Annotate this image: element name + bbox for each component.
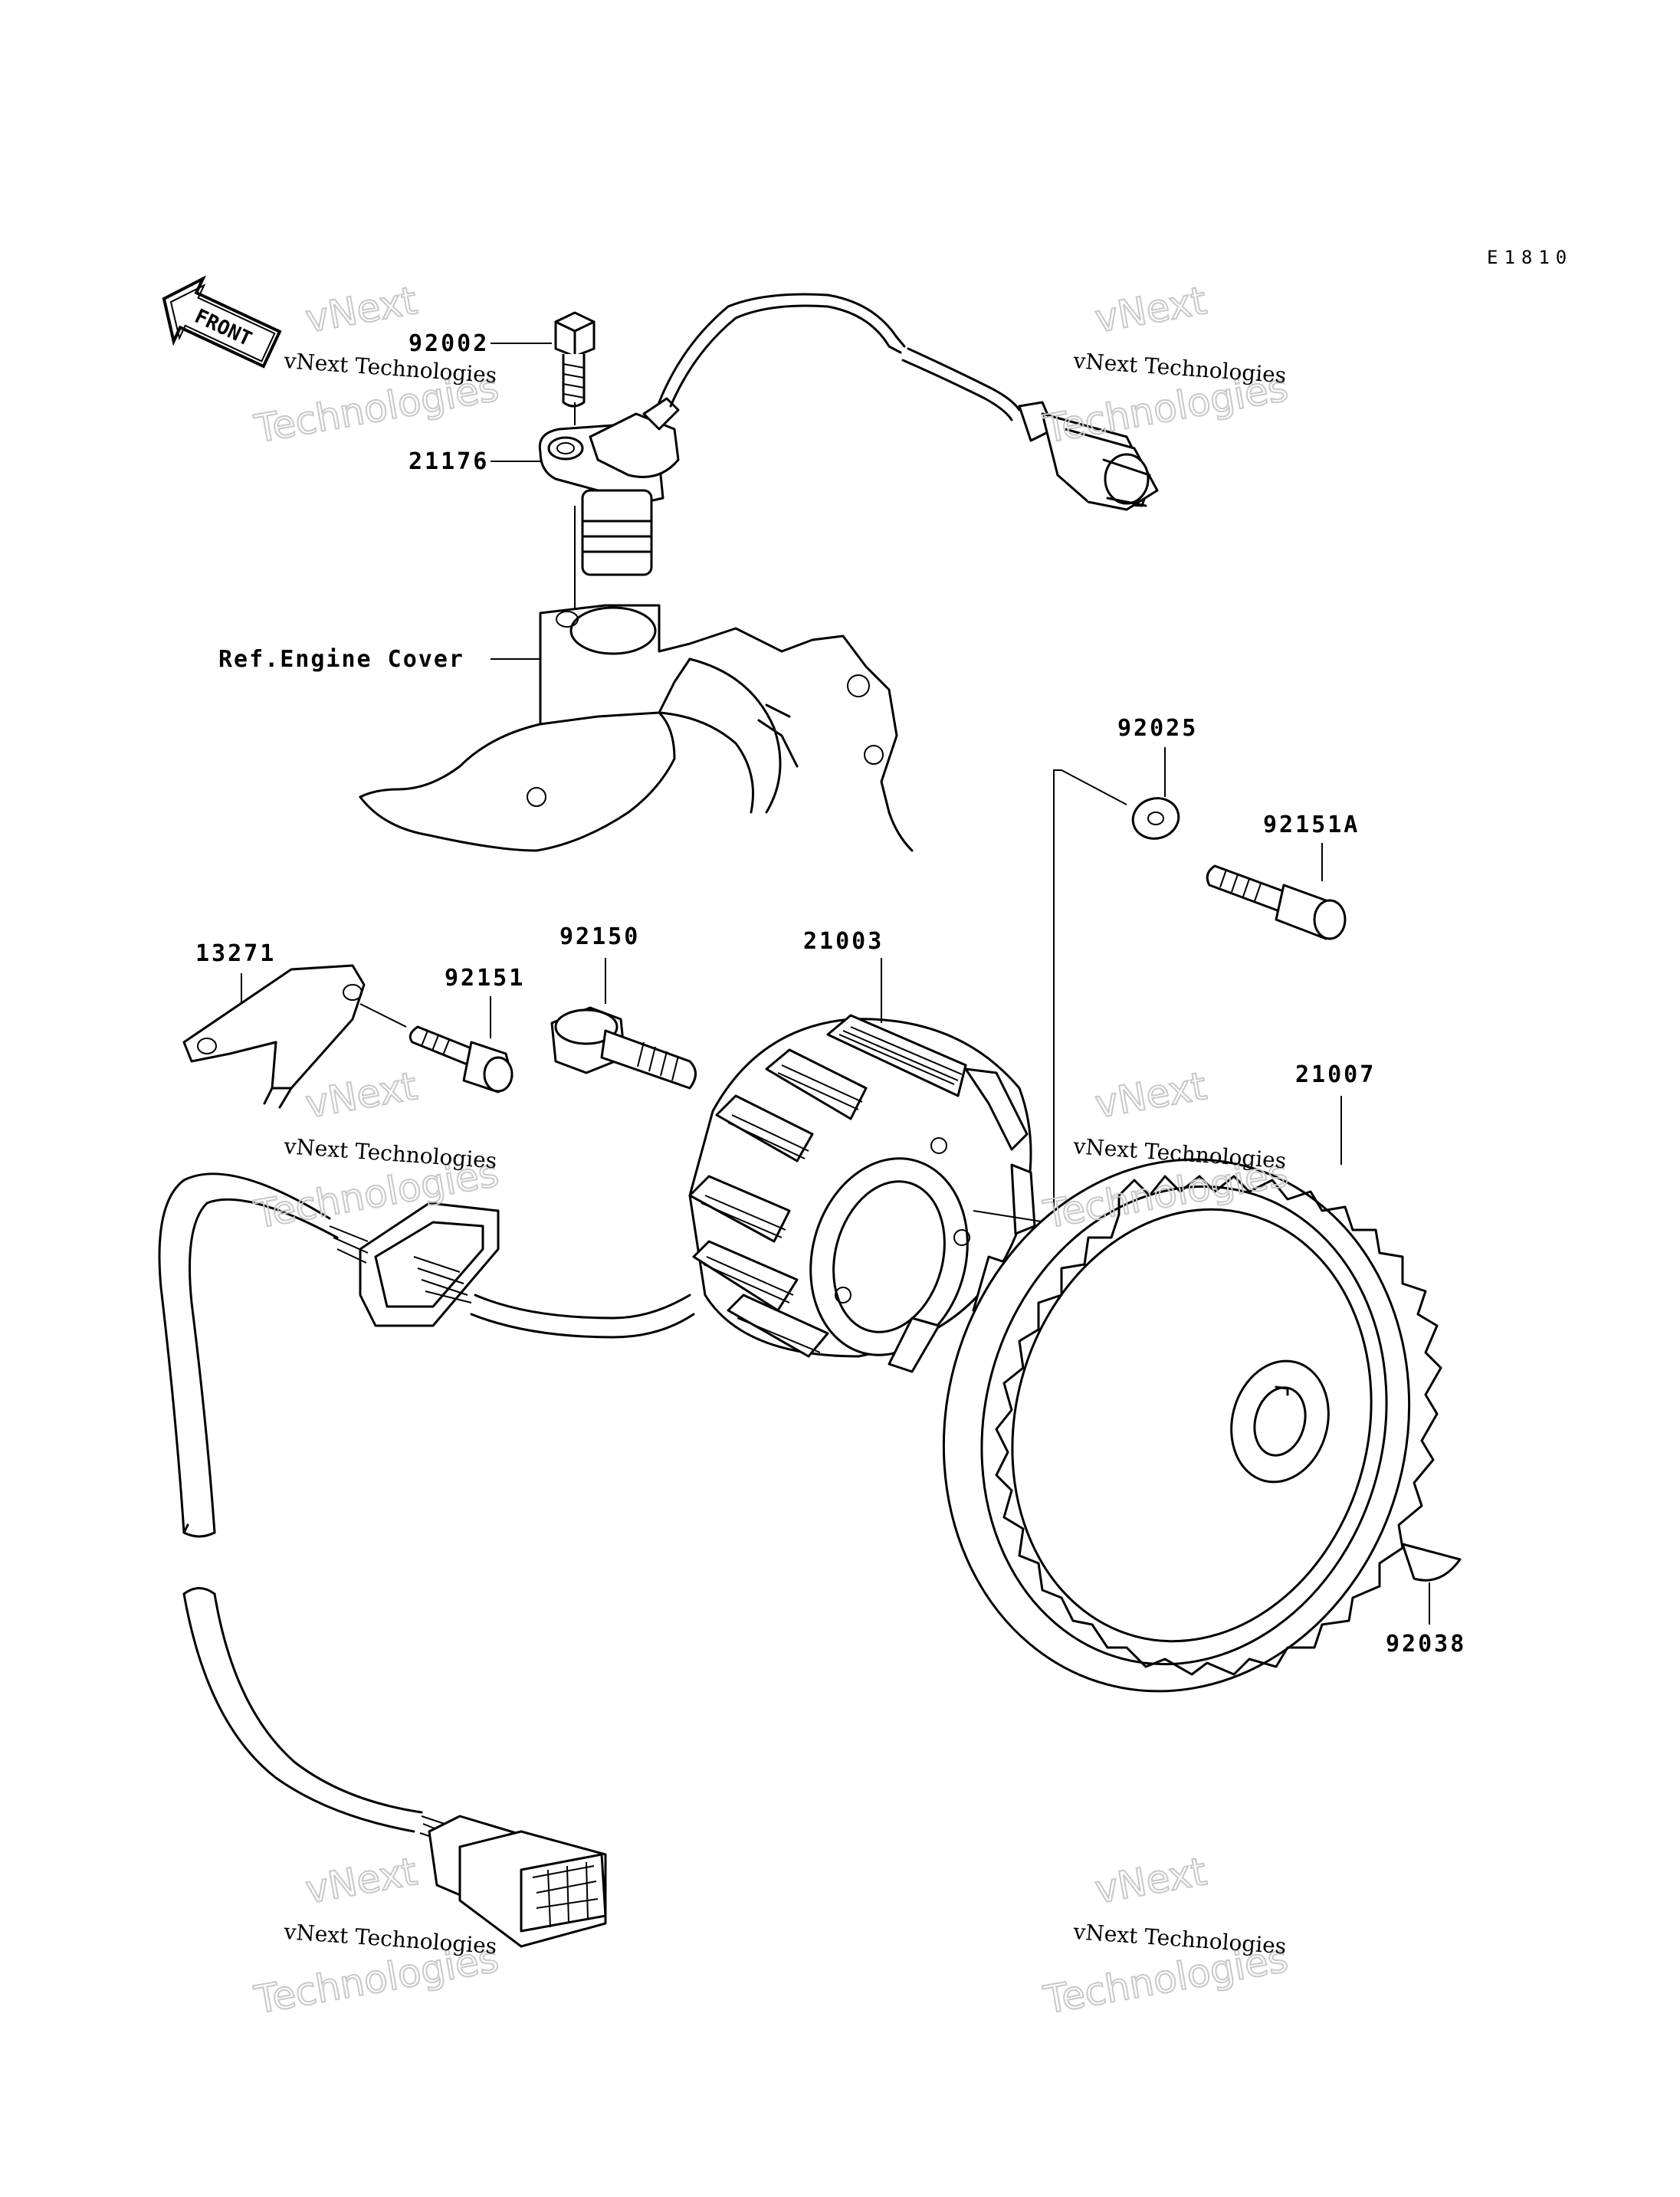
woodruff-key-92038 [1401, 1543, 1462, 1582]
label-92151A: 92151A [1263, 812, 1360, 838]
label-92151: 92151 [445, 965, 525, 992]
label-21003: 21003 [803, 928, 884, 955]
label-92002: 92002 [409, 330, 489, 357]
label-13271: 13271 [195, 940, 276, 967]
watermark-big-top: vNext [1091, 278, 1209, 341]
bolt-92151A [1206, 864, 1347, 940]
watermark-big-top: vNext [302, 278, 420, 341]
bolt-92002 [554, 311, 596, 408]
watermark-small: vNext Technologies [1072, 348, 1288, 388]
label-92038: 92038 [1386, 1631, 1466, 1658]
bolt-92151 [409, 1025, 514, 1094]
watermark-big-top: vNext [1091, 1849, 1209, 1912]
engine-cover [359, 604, 914, 852]
watermark-big-top: vNext [1091, 1064, 1209, 1126]
label-92025: 92025 [1117, 715, 1198, 742]
label-92150: 92150 [559, 923, 640, 950]
label-ref-engine-cover: Ref.Engine Cover [218, 646, 464, 673]
watermark-big-top: vNext [302, 1849, 420, 1912]
watermark-2: vNext Technologies vNext Technologies [1039, 277, 1291, 452]
stator-21003 [688, 1014, 1036, 1373]
front-arrow-icon: FRONT [162, 275, 282, 369]
label-21007: 21007 [1295, 1061, 1376, 1088]
watermark-6: vNext Technologies vNext Technologies [1039, 1848, 1291, 2023]
stator-wiring [158, 1172, 695, 1841]
rotor-21007 [942, 1158, 1442, 1693]
bracket-13271 [182, 964, 366, 1109]
watermark-small: vNext Technologies [283, 1919, 498, 1959]
watermark-1: vNext Technologies vNext Technologies [250, 277, 502, 452]
bolt-92150 [550, 1006, 697, 1090]
stator-connector [428, 1815, 607, 1948]
sensor-connector [1018, 401, 1159, 511]
diagram-code: E1810 [1487, 247, 1573, 268]
pickup-sensor-21176 [538, 293, 1021, 576]
watermark-small: vNext Technologies [283, 1133, 498, 1173]
washer-92025 [1131, 797, 1180, 840]
watermark-small: vNext Technologies [1072, 1919, 1288, 1959]
watermark-big-top: vNext [302, 1064, 420, 1126]
label-21176: 21176 [409, 448, 489, 475]
